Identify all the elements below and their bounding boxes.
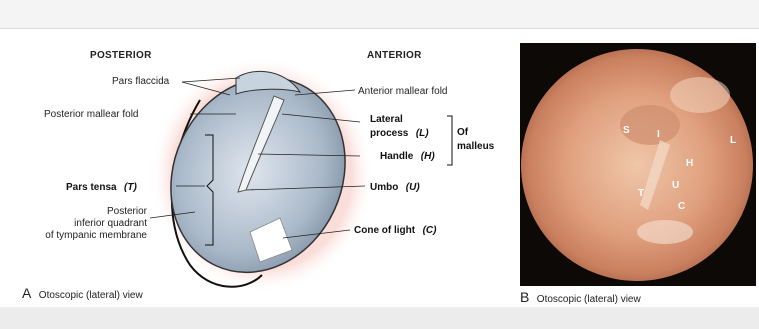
photo-label-s: S (623, 125, 630, 136)
posterior-mallear-fold-label: Posterior mallear fold (44, 109, 138, 120)
posterior-quadrant-line1: Posterior (107, 206, 148, 217)
photo-label-t: T (638, 188, 644, 199)
photo-label-l: L (730, 135, 736, 146)
photo-label-c: C (678, 201, 685, 212)
photo-highlight (670, 77, 730, 113)
photo-label-u: U (672, 180, 679, 191)
lateral-label: Lateral (370, 114, 403, 125)
caption-b: B Otoscopic (lateral) view (520, 289, 641, 306)
caption-a: A Otoscopic (lateral) view (22, 285, 143, 302)
photo-light-reflex (637, 220, 693, 244)
handle-label: Handle (H) (380, 146, 435, 163)
posterior-quadrant-line2: inferior quadrant (74, 218, 147, 229)
pars-tensa-label: Pars tensa (T) (66, 177, 137, 194)
pars-flaccida-label: Pars flaccida (112, 76, 170, 87)
lateral-process-label: process (L) (370, 123, 429, 140)
tympanic-membrane-illustration (140, 49, 377, 301)
umbo-label: Umbo (U) (370, 177, 420, 194)
anterior-mallear-fold-label: Anterior mallear fold (358, 86, 447, 97)
cone-of-light-label: Cone of light (C) (354, 220, 437, 237)
photo-label-i: I (657, 129, 660, 140)
posterior-heading: POSTERIOR (90, 50, 152, 61)
otoscopic-photo (520, 43, 756, 286)
malleus-label: malleus (457, 141, 495, 152)
photo-label-h: H (686, 158, 693, 169)
posterior-quadrant-line3: of tympanic membrane (45, 230, 147, 241)
of-label: Of (457, 127, 469, 138)
anterior-heading: ANTERIOR (367, 50, 422, 61)
malleus-bracket (447, 116, 452, 165)
